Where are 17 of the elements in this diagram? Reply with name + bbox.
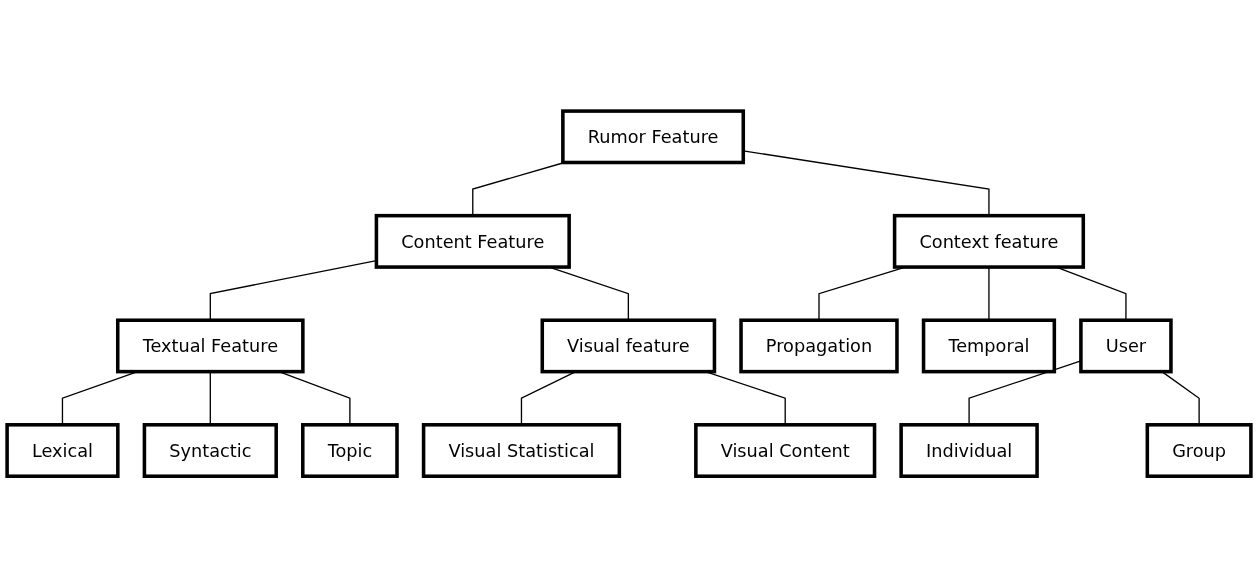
node-box: Rumor Feature [561,109,746,165]
node-box: User [1079,318,1173,374]
node-box: Topic [301,423,399,479]
node-box: Lexical [5,423,120,479]
node-box: Group [1145,423,1253,479]
node-box: Visual Content [694,423,877,479]
connector [209,371,211,426]
node-box: Syntactic [142,423,278,479]
connector [1161,371,1200,426]
node-box: Propagation [739,318,899,374]
node-box: Visual Statistical [421,423,622,479]
node-box: Temporal [921,318,1057,374]
node-box: Individual [899,423,1039,479]
node-box: Visual feature [540,318,717,374]
node-box: Context feature [892,214,1086,270]
node-box: Textual Feature [116,318,305,374]
node-box: Content Feature [374,214,571,270]
